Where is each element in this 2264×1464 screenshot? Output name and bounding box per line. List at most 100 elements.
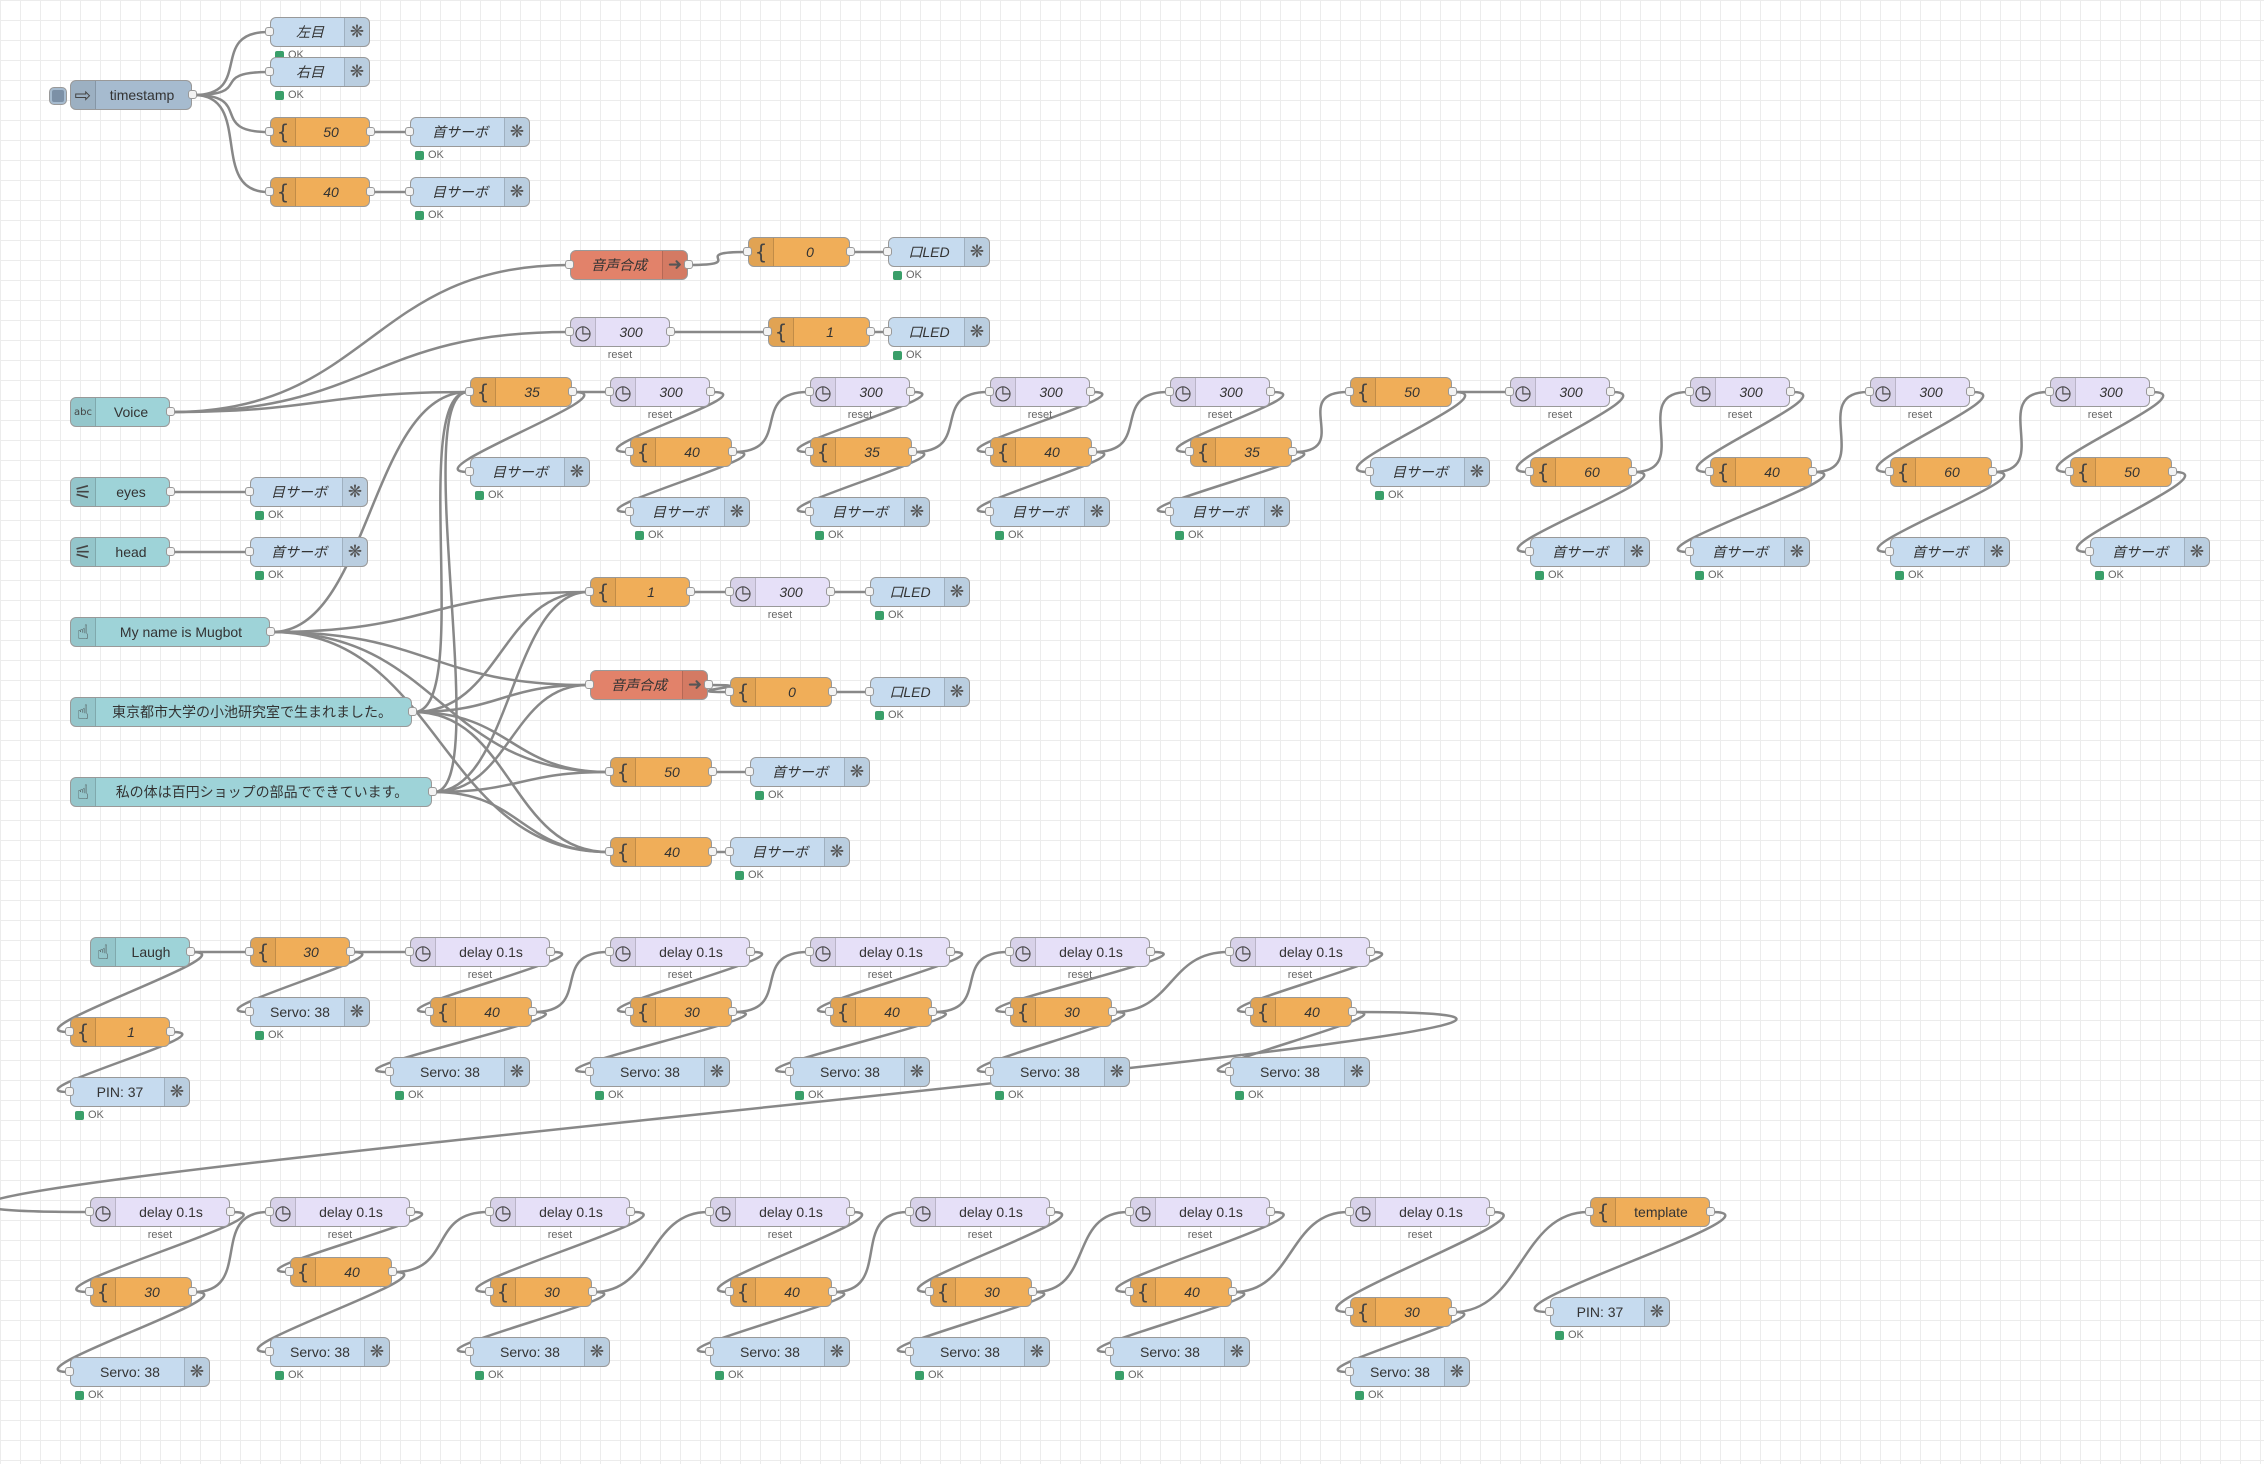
input-port[interactable] bbox=[405, 947, 414, 956]
wire-c1-s2[interactable] bbox=[616, 450, 746, 514]
wire-lc12-tpl[interactable] bbox=[1453, 1210, 1589, 1314]
wire-ld4-lc4[interactable] bbox=[995, 950, 1165, 1014]
output-port[interactable] bbox=[1348, 1007, 1357, 1016]
output-port[interactable] bbox=[2146, 387, 2155, 396]
output-port[interactable] bbox=[166, 547, 175, 556]
wire-c7-d8[interactable] bbox=[1813, 390, 1869, 474]
input-port[interactable] bbox=[465, 467, 474, 476]
wire-lc12-ls12[interactable] bbox=[1336, 1310, 1466, 1374]
input-port[interactable] bbox=[265, 1207, 274, 1216]
wire-b3-n35[interactable] bbox=[433, 390, 469, 794]
input-port[interactable] bbox=[605, 947, 614, 956]
input-port[interactable] bbox=[1005, 947, 1014, 956]
input-port[interactable] bbox=[585, 1067, 594, 1076]
output-port[interactable] bbox=[704, 680, 713, 689]
input-port[interactable] bbox=[605, 847, 614, 856]
output-port[interactable] bbox=[826, 587, 835, 596]
input-port[interactable] bbox=[1885, 467, 1894, 476]
wire-ts-hR[interactable] bbox=[193, 70, 269, 97]
input-port[interactable] bbox=[245, 487, 254, 496]
wire-c4-c5[interactable] bbox=[1293, 390, 1349, 454]
wire-lc11-ld12[interactable] bbox=[1233, 1210, 1349, 1294]
node-c8[interactable]: {60 bbox=[1885, 457, 1997, 487]
input-port[interactable] bbox=[625, 1007, 634, 1016]
output-port[interactable] bbox=[428, 787, 437, 796]
input-port[interactable] bbox=[265, 187, 274, 196]
wire-lc5-ld6[interactable] bbox=[0, 1010, 1458, 1214]
output-port[interactable] bbox=[626, 1207, 635, 1216]
input-port[interactable] bbox=[265, 27, 274, 36]
wire-d9-c9[interactable] bbox=[2055, 390, 2165, 474]
wire-voiceOut-m0[interactable] bbox=[689, 250, 747, 267]
node-c3[interactable]: {40 bbox=[985, 437, 1097, 467]
input-port[interactable] bbox=[805, 947, 814, 956]
input-port[interactable] bbox=[745, 767, 754, 776]
input-port[interactable] bbox=[1585, 1207, 1594, 1216]
output-port[interactable] bbox=[366, 187, 375, 196]
wire-c6-d7[interactable] bbox=[1633, 390, 1689, 474]
output-port[interactable] bbox=[1366, 947, 1375, 956]
input-port[interactable] bbox=[1885, 547, 1894, 556]
wire-ld12-lc12[interactable] bbox=[1335, 1210, 1505, 1314]
input-port[interactable] bbox=[1545, 1307, 1554, 1316]
node-lc2[interactable]: {30 bbox=[625, 997, 737, 1027]
wire-c6-s7[interactable] bbox=[1516, 470, 1646, 554]
input-port[interactable] bbox=[1005, 1007, 1014, 1016]
output-port[interactable] bbox=[1088, 447, 1097, 456]
input-port[interactable] bbox=[245, 1007, 254, 1016]
input-port[interactable] bbox=[1505, 387, 1514, 396]
wire-lc4-ls4[interactable] bbox=[976, 1010, 1126, 1074]
wire-c7-s8[interactable] bbox=[1676, 470, 1826, 554]
output-port[interactable] bbox=[1966, 387, 1975, 396]
output-port[interactable] bbox=[1028, 1287, 1037, 1296]
input-port[interactable] bbox=[1125, 1287, 1134, 1296]
node-lc5[interactable]: {40 bbox=[1245, 997, 1357, 1027]
output-port[interactable] bbox=[706, 387, 715, 396]
input-port[interactable] bbox=[2065, 467, 2074, 476]
input-port[interactable] bbox=[725, 1287, 734, 1296]
output-port[interactable] bbox=[166, 487, 175, 496]
node-c1[interactable]: {40 bbox=[625, 437, 737, 467]
output-port[interactable] bbox=[186, 947, 195, 956]
wire-lc1-ld2[interactable] bbox=[533, 950, 609, 1014]
node-lc12[interactable]: {30 bbox=[1345, 1297, 1457, 1327]
input-port[interactable] bbox=[925, 1287, 934, 1296]
output-port[interactable] bbox=[1486, 1207, 1495, 1216]
wire-voice-voiceOut[interactable] bbox=[171, 263, 569, 414]
input-port[interactable] bbox=[65, 1367, 74, 1376]
output-port[interactable] bbox=[366, 127, 375, 136]
wire-lc6-ld7[interactable] bbox=[193, 1210, 269, 1294]
node-laugh[interactable]: ☝Laugh bbox=[90, 937, 195, 967]
wire-ld5-lc5[interactable] bbox=[1236, 950, 1384, 1014]
output-port[interactable] bbox=[408, 707, 417, 716]
node-eyes[interactable]: ⚟eyes bbox=[70, 477, 175, 507]
input-port[interactable] bbox=[705, 1207, 714, 1216]
output-port[interactable] bbox=[746, 947, 755, 956]
node-c5[interactable]: {50 bbox=[1345, 377, 1457, 407]
wire-b1-sTTS[interactable] bbox=[271, 630, 589, 687]
input-port[interactable] bbox=[285, 1267, 294, 1276]
input-port[interactable] bbox=[805, 507, 814, 516]
wire-ld10-lc10[interactable] bbox=[916, 1210, 1064, 1294]
wire-d2-c2[interactable] bbox=[796, 390, 924, 454]
input-port[interactable] bbox=[985, 447, 994, 456]
output-port[interactable] bbox=[188, 1287, 197, 1296]
input-port[interactable] bbox=[1345, 387, 1354, 396]
wire-b2-sc1[interactable] bbox=[413, 590, 589, 714]
